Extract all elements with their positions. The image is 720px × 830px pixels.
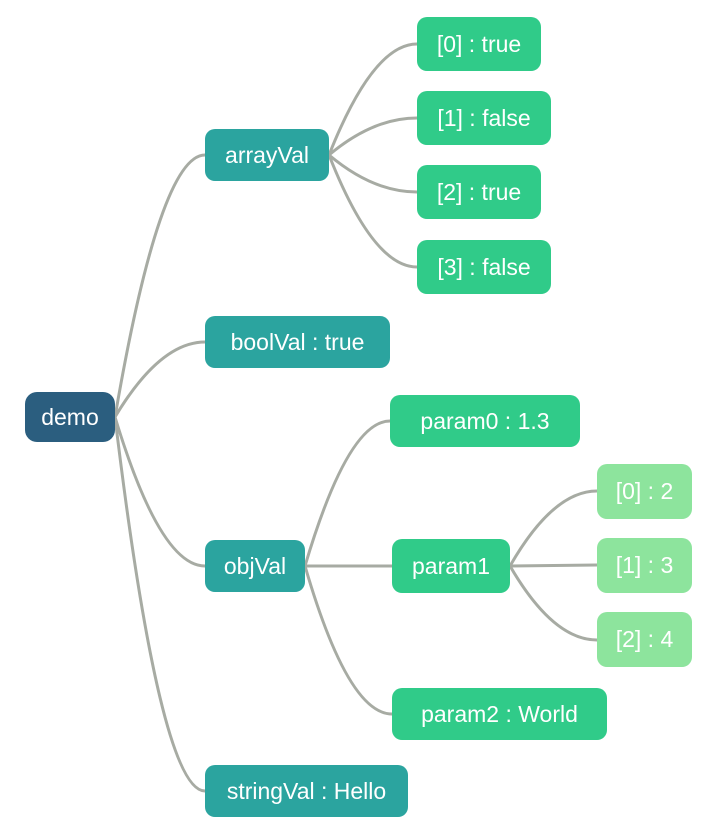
edge-arrayVal-2 (327, 153, 419, 194)
edge-arrayVal-3 (327, 153, 419, 269)
edge-objVal-param0 (303, 419, 392, 568)
edge-objVal-param2 (303, 564, 394, 716)
tree-node-demo[interactable]: demo (25, 392, 115, 442)
tree-node-param1[interactable]: param1 (392, 539, 510, 593)
tree-node-param2[interactable]: param2 : World (392, 688, 607, 740)
tree-node-objval[interactable]: objVal (205, 540, 305, 592)
edge-arrayVal-0 (327, 42, 419, 157)
tree-node-param1-item-0[interactable]: [0] : 2 (597, 464, 692, 519)
tree-node-array-item-1[interactable]: [1] : false (417, 91, 551, 145)
tree-node-arrayval[interactable]: arrayVal (205, 129, 329, 181)
edge-param1-0 (508, 489, 599, 568)
tree-node-param1-item-1[interactable]: [1] : 3 (597, 538, 692, 593)
edge-param1-1 (508, 563, 599, 568)
edge-arrayVal-1 (327, 116, 419, 157)
tree-node-boolval[interactable]: boolVal : true (205, 316, 390, 368)
tree-node-array-item-0[interactable]: [0] : true (417, 17, 541, 71)
tree-node-param0[interactable]: param0 : 1.3 (390, 395, 580, 447)
tree-node-array-item-3[interactable]: [3] : false (417, 240, 551, 294)
tree-node-param1-item-2[interactable]: [2] : 4 (597, 612, 692, 667)
edge-demo-boolVal (113, 340, 207, 419)
edge-param1-2 (508, 564, 599, 642)
tree-node-array-item-2[interactable]: [2] : true (417, 165, 541, 219)
edge-demo-stringVal (113, 415, 207, 793)
tree-node-stringval[interactable]: stringVal : Hello (205, 765, 408, 817)
edge-demo-objVal (113, 415, 207, 568)
edge-demo-arrayVal (113, 153, 207, 419)
